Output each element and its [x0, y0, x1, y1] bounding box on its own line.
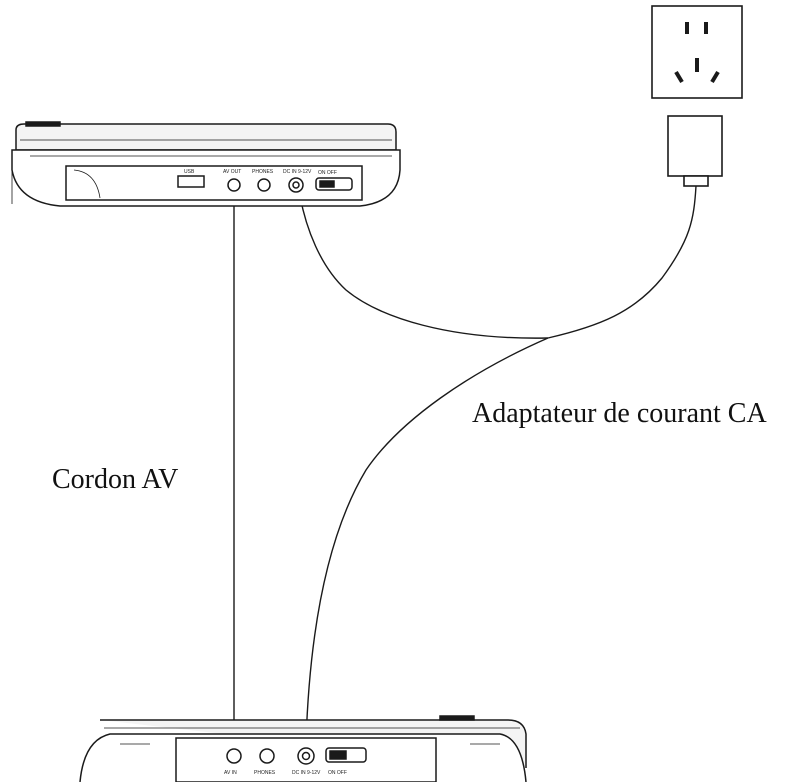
top-dc-in-label: DC IN 9-12V	[283, 169, 312, 175]
bottom-power-switch-knob	[329, 750, 347, 760]
top-device-lid	[15, 123, 397, 151]
outlet-angled-slot-left	[674, 70, 684, 84]
top-av-out-label: AV OUT	[223, 169, 241, 175]
ac-adapter-label: Adaptateur de courant CA	[472, 398, 767, 429]
bottom-dc-in-label: DC IN 9-12V	[292, 770, 321, 776]
bottom-switch-label: ON OFF	[328, 770, 347, 776]
top-dc-in-jack	[288, 177, 304, 193]
top-device-panel-curve	[73, 169, 101, 199]
top-switch-label: ON OFF	[318, 170, 337, 176]
bottom-dc-in-jack	[297, 747, 315, 765]
bottom-phones-label: PHONES	[254, 770, 276, 776]
outlet-angled-slot-right	[710, 70, 720, 84]
bottom-device-hinge	[439, 715, 475, 721]
bottom-device-power-cable	[305, 337, 549, 743]
bottom-power-switch	[325, 747, 367, 763]
outlet-faceplate	[651, 5, 743, 99]
top-dc-in-jack-inner	[292, 181, 300, 189]
top-usb-label: USB	[184, 169, 195, 175]
top-dvd-player: USB AV OUT PHONES DC IN 9-12V ON OFF	[11, 121, 401, 207]
top-usb-port	[177, 175, 205, 188]
bottom-dvd-player: AV IN PHONES DC IN 9-12V ON OFF	[79, 715, 527, 782]
top-power-switch	[315, 177, 353, 191]
wall-outlet	[651, 5, 743, 99]
av-cord-label: Cordon AV	[52, 464, 179, 495]
top-device-port-panel	[65, 165, 363, 201]
top-device-hinge	[25, 121, 61, 127]
top-power-switch-knob	[319, 180, 335, 188]
bottom-av-in-jack	[226, 748, 242, 764]
top-av-out-jack	[227, 178, 241, 192]
adapter-cord-strain-relief	[683, 175, 709, 187]
bottom-av-in-label: AV IN	[224, 770, 237, 776]
bottom-phones-jack	[259, 748, 275, 764]
adapter-body	[667, 115, 723, 177]
adapter-cable	[547, 185, 697, 339]
ac-adapter-plug	[667, 115, 723, 187]
top-device-power-cable	[299, 195, 549, 339]
top-phones-jack	[257, 178, 271, 192]
bottom-dc-in-jack-inner	[301, 751, 311, 761]
cables	[233, 185, 697, 743]
top-phones-label: PHONES	[252, 169, 274, 175]
